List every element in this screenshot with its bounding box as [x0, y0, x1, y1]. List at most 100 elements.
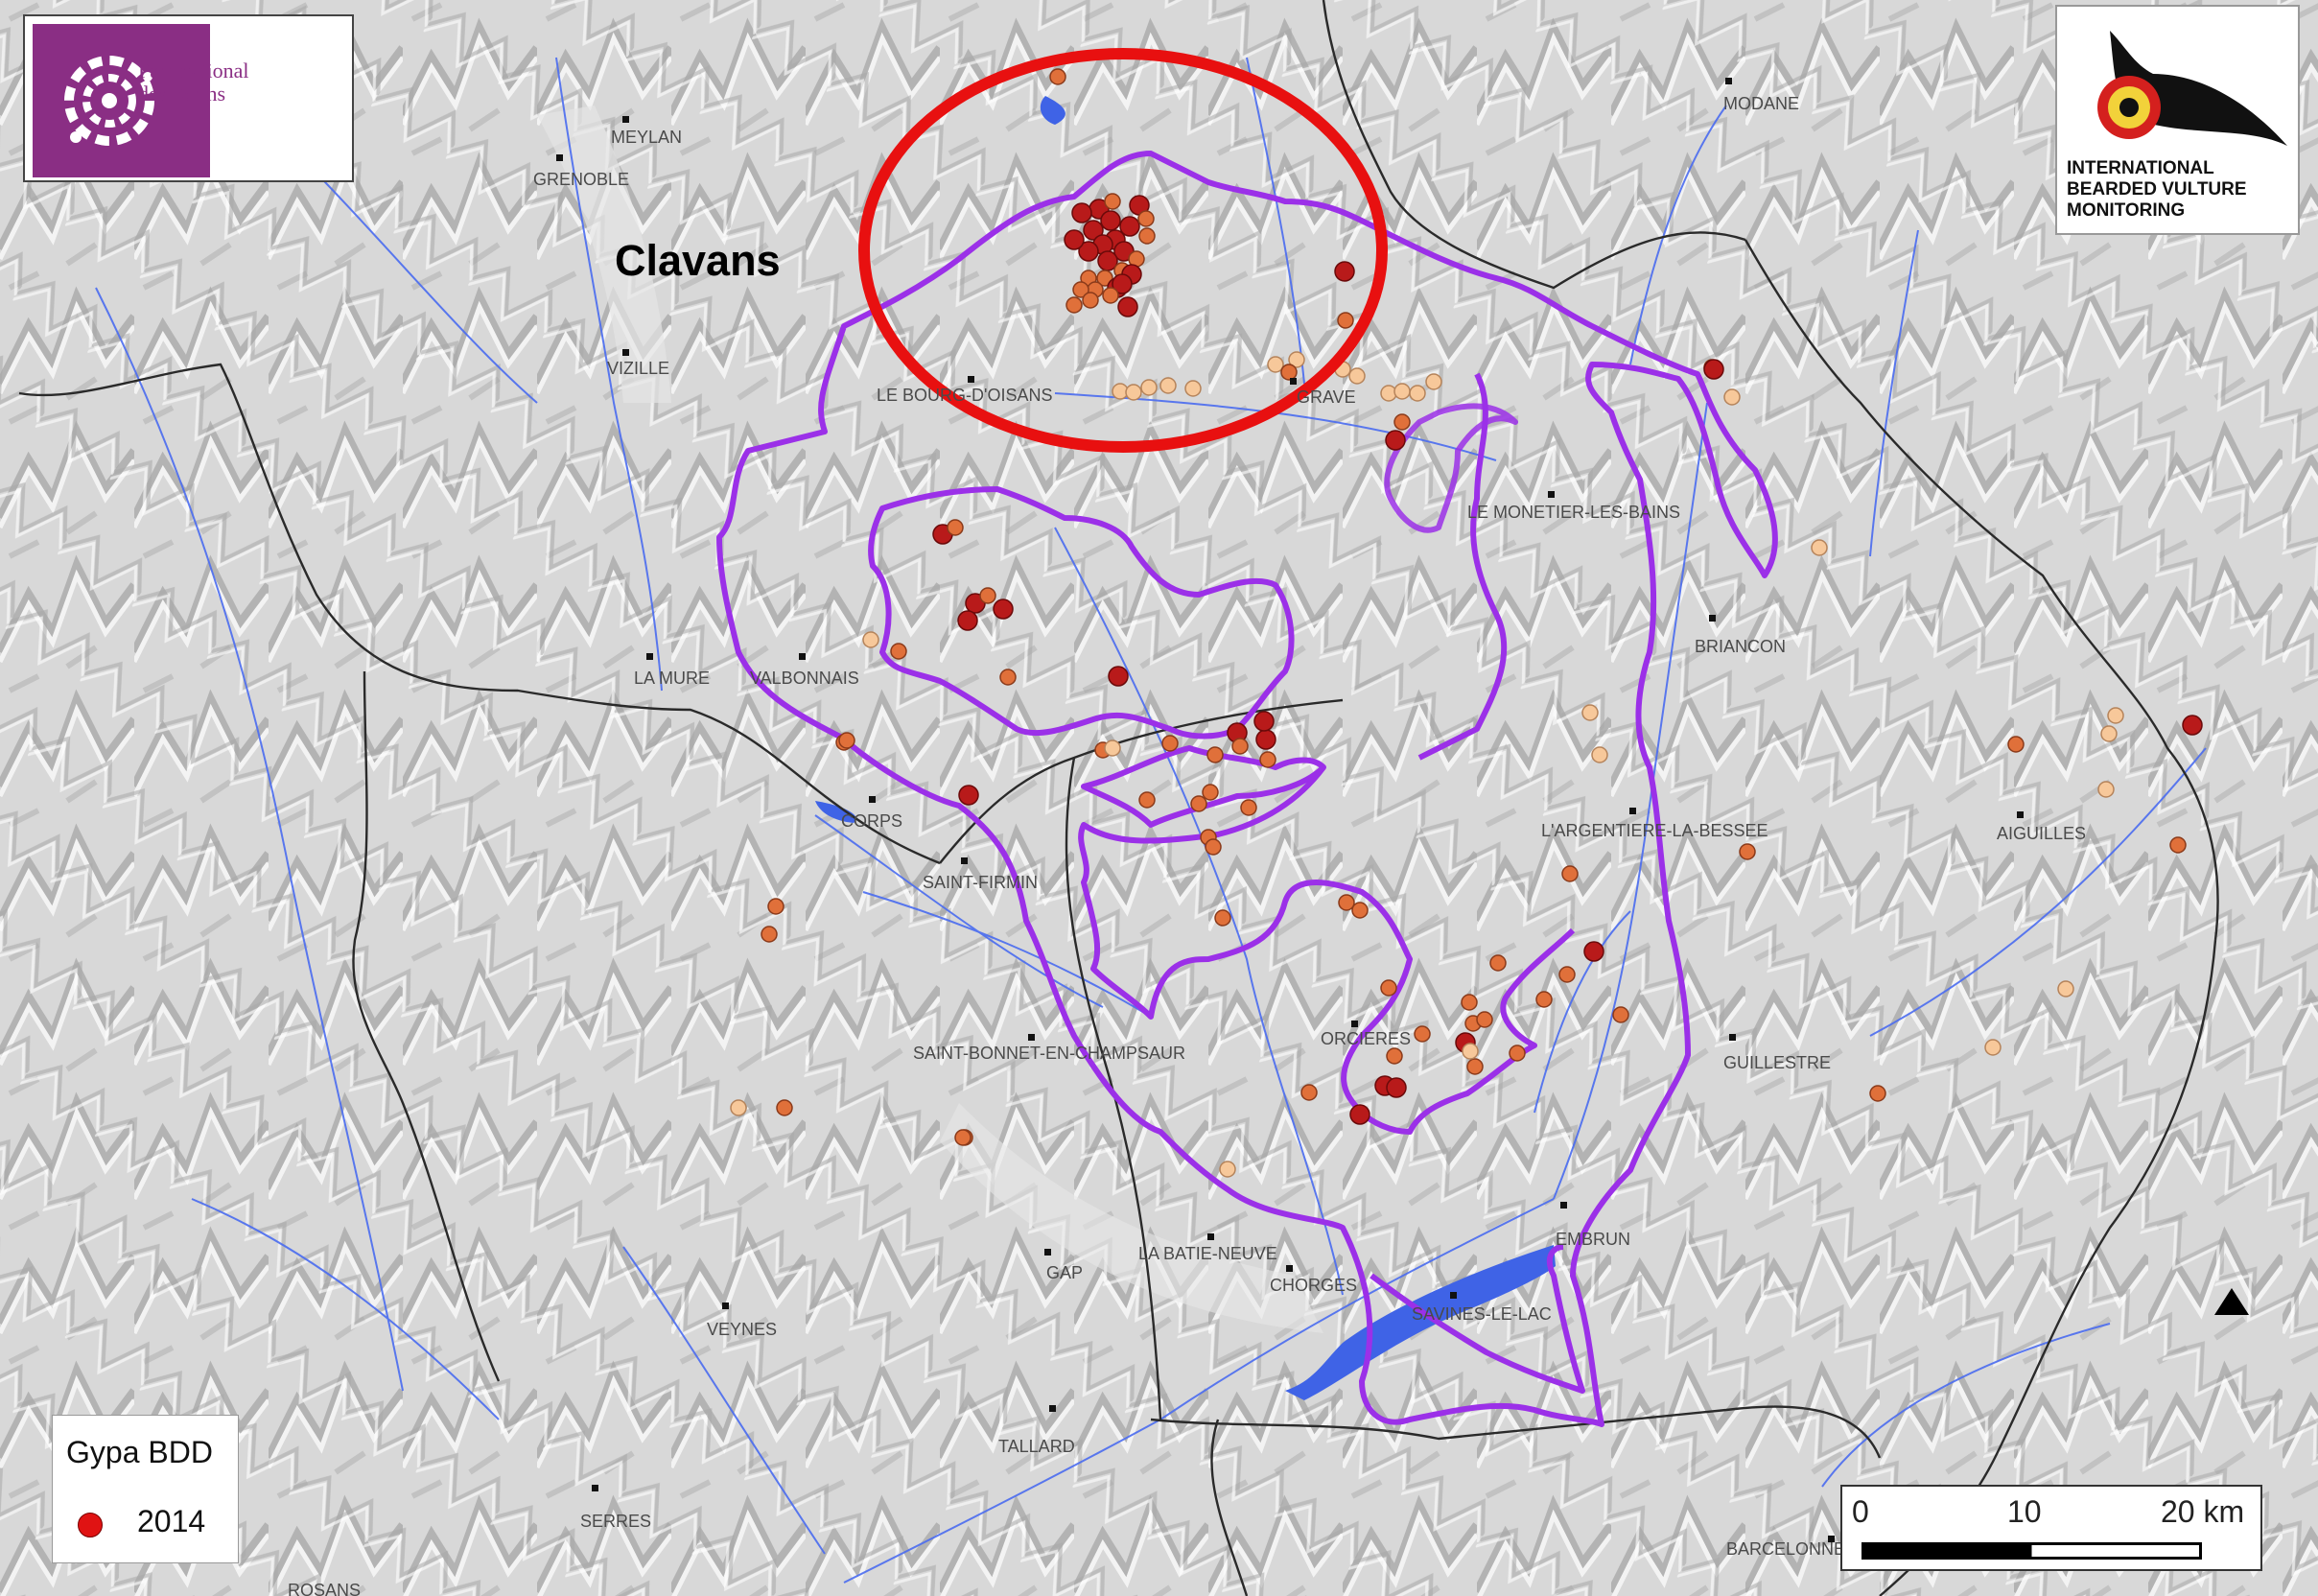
observation-point [1581, 704, 1599, 721]
town-guillestre: GUILLESTRE [1723, 1034, 1831, 1072]
observation-point [1561, 865, 1579, 882]
svg-text:SAVINES-LE-LAC: SAVINES-LE-LAC [1412, 1304, 1552, 1324]
observation-point [1138, 791, 1156, 809]
observation-point [1119, 216, 1140, 237]
town-argentiere: L'ARGENTIERE-LA-BESSEE [1541, 808, 1768, 840]
observation-point [1138, 227, 1156, 245]
observation-point [1489, 954, 1507, 972]
ibvm-line1: INTERNATIONAL [2067, 158, 2214, 178]
observation-point [1380, 979, 1397, 997]
svg-text:BARCELONNETTE: BARCELONNETTE [1726, 1539, 1878, 1559]
observation-point [1476, 1011, 1493, 1028]
observation-point [1104, 739, 1121, 757]
town-briancon: BRIANCON [1695, 615, 1786, 656]
observation-point [958, 785, 979, 806]
ibvm-logo-text: INTERNATIONAL BEARDED VULTURE MONITORING [2067, 158, 2247, 222]
observation-point [1393, 413, 1411, 431]
town-tallard: TALLARD [998, 1405, 1075, 1456]
observation-point [1049, 68, 1066, 85]
town-meylan: MEYLAN [611, 116, 682, 147]
svg-text:LA BATIE-NEUVE: LA BATIE-NEUVE [1138, 1244, 1277, 1263]
town-valbonnais: VALBONNAIS [750, 653, 859, 688]
observation-point [1253, 711, 1275, 732]
ibvm-line2: BEARDED VULTURE [2067, 179, 2247, 200]
observation-point [1140, 379, 1158, 396]
observation-point [1300, 1084, 1318, 1101]
svg-text:VEYNES: VEYNES [707, 1320, 777, 1339]
observation-point [1280, 364, 1298, 381]
observation-point [1159, 377, 1177, 394]
town-embrun: EMBRUN [1556, 1202, 1630, 1249]
park-logo-line1: Parc national [138, 59, 249, 82]
observation-point [1072, 281, 1089, 298]
town-la-batie-neuve: LA BATIE-NEUVE [1138, 1233, 1277, 1263]
observation-point [730, 1099, 747, 1116]
svg-text:TALLARD: TALLARD [998, 1437, 1075, 1456]
svg-text:CORPS: CORPS [841, 811, 902, 831]
observation-point [1255, 729, 1276, 750]
observation-point [2057, 980, 2074, 998]
scale-label-0: 0 [1852, 1494, 1869, 1529]
observation-point [1112, 273, 1133, 294]
observation-point [1466, 1058, 1484, 1075]
town-modane: MODANE [1723, 78, 1799, 113]
observation-point [1108, 666, 1129, 687]
observation-point [1612, 1006, 1629, 1023]
isere-valley [537, 106, 671, 403]
park-logo-text: Parc national des Ecrins [138, 59, 248, 106]
observation-point [1414, 1025, 1431, 1043]
svg-text:SAINT-BONNET-EN-CHAMPSAUR: SAINT-BONNET-EN-CHAMPSAUR [913, 1044, 1185, 1063]
park-spiral-icon [64, 56, 154, 146]
observation-point [1338, 894, 1355, 911]
observation-point [1348, 367, 1366, 385]
observation-point [1267, 356, 1284, 373]
observation-point [1811, 539, 1828, 556]
observation-point [1064, 229, 1085, 250]
observation-point [1351, 902, 1369, 919]
observation-point [1259, 751, 1276, 768]
town-saint-bonnet: SAINT-BONNET-EN-CHAMPSAUR [913, 1034, 1185, 1063]
observation-point [1161, 735, 1179, 752]
svg-text:LE MONETIER-LES-BAINS: LE MONETIER-LES-BAINS [1467, 503, 1680, 522]
scale-label-20: 20 km [2161, 1494, 2245, 1529]
ibvm-line3: MONITORING [2067, 200, 2186, 221]
observation-point [761, 926, 778, 943]
svg-text:LA MURE: LA MURE [634, 669, 710, 688]
town-bourg-doisans: LE BOURG-D'OISANS [877, 376, 1052, 405]
scale-bar-graphic [1861, 1542, 2202, 1560]
observation-point [954, 1129, 972, 1146]
legend-year: 2014 [137, 1504, 206, 1538]
observation-point [2182, 715, 2203, 736]
observation-point [2097, 781, 2115, 798]
observation-point [1535, 991, 1553, 1008]
clavans-highlight-ellipse [858, 48, 1388, 453]
park-logo-badge [33, 24, 210, 177]
town-rosans: ROSANS [288, 1581, 361, 1596]
lake-north [1040, 96, 1065, 125]
observation-point [1190, 795, 1207, 812]
observation-point [1337, 312, 1354, 329]
ibvm-logo: INTERNATIONAL BEARDED VULTURE MONITORING [2055, 5, 2300, 235]
observation-point [979, 587, 996, 604]
observation-point [1509, 1044, 1526, 1062]
clavans-label: Clavans [615, 236, 781, 285]
observation-point [1349, 1104, 1370, 1125]
observation-point [1083, 220, 1104, 241]
observation-point [993, 598, 1014, 620]
legend: Gypa BDD 2014 [52, 1415, 239, 1563]
svg-text:GAP: GAP [1046, 1263, 1083, 1282]
observation-point [1869, 1085, 1886, 1102]
observation-point [1102, 287, 1119, 304]
svg-text:MEYLAN: MEYLAN [611, 128, 682, 147]
north-arrow-icon [2214, 1288, 2249, 1315]
observation-point [1461, 994, 1478, 1011]
svg-text:AIGUILLES: AIGUILLES [1997, 824, 2086, 843]
observation-point [1462, 1043, 1479, 1060]
observation-points [730, 68, 2203, 1178]
observation-point [1703, 359, 1724, 380]
observation-point [1334, 261, 1355, 282]
town-grenoble: GRENOBLE [533, 154, 629, 189]
park-logo-line2: des Ecrins [138, 82, 226, 106]
